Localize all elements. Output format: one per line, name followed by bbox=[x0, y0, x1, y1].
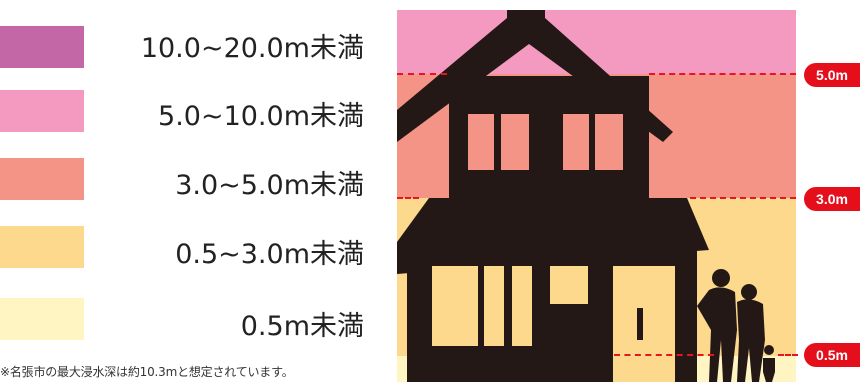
level-line-5m-right bbox=[649, 73, 796, 75]
legend-label-5-10: 5.0~10.0m未満 bbox=[158, 101, 364, 132]
roof-ridge bbox=[507, 10, 545, 24]
legend-label-3-5: 3.0~5.0m未満 bbox=[175, 170, 364, 201]
upper-window-3 bbox=[563, 114, 589, 170]
lower-window-small bbox=[550, 266, 588, 304]
level-line-3m-left bbox=[397, 197, 419, 199]
upper-window-1 bbox=[468, 114, 494, 170]
level-line-5m-left bbox=[397, 73, 447, 75]
door-handle bbox=[637, 308, 643, 340]
house-silhouette-icon bbox=[397, 10, 775, 382]
legend-label-05-3: 0.5~3.0m未満 bbox=[175, 239, 364, 270]
level-line-05m-right bbox=[778, 354, 798, 356]
legend-label-10-20: 10.0~20.0m未満 bbox=[140, 33, 364, 64]
upper-window-4 bbox=[595, 114, 623, 170]
level-line-05m-inner bbox=[614, 354, 714, 356]
level-badge-5m: 5.0m bbox=[804, 63, 860, 87]
legend-swatch-05-3 bbox=[0, 226, 84, 268]
lower-window-1 bbox=[432, 266, 478, 346]
legend-swatch-10-20 bbox=[0, 26, 84, 68]
level-badge-3m: 3.0m bbox=[804, 187, 860, 211]
legend-swatch-3-5 bbox=[0, 158, 84, 200]
legend-label-under-05: 0.5m未満 bbox=[240, 311, 364, 342]
legend-swatch-under-05 bbox=[0, 298, 84, 340]
family-silhouette-icon bbox=[697, 269, 775, 382]
max-depth-note: ※名張市の最大浸水深は約10.3mと想定されています。 bbox=[0, 365, 294, 379]
upper-window-2 bbox=[501, 114, 529, 170]
lower-window-3 bbox=[512, 266, 532, 346]
door bbox=[613, 266, 675, 382]
legend-swatch-5-10 bbox=[0, 90, 84, 132]
lower-window-2 bbox=[484, 266, 504, 346]
level-line-3m-right bbox=[690, 197, 796, 199]
level-badge-05m: 0.5m bbox=[804, 343, 860, 367]
